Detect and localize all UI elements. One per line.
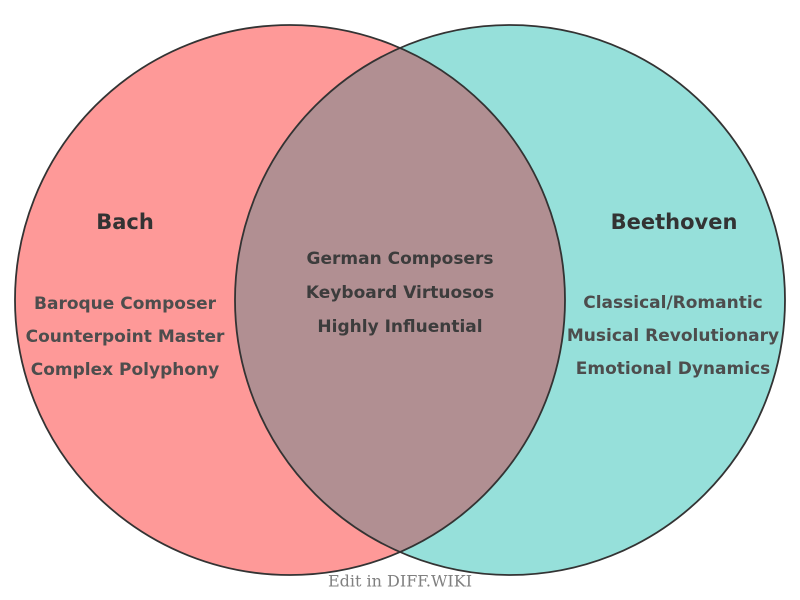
beethoven-title: Beethoven — [610, 210, 738, 234]
bach-title: Bach — [96, 210, 154, 234]
beethoven-circle-outline — [234, 24, 786, 576]
overlap-item: German Composers — [306, 249, 494, 269]
overlap-item: Highly Influential — [317, 317, 483, 337]
bach-item: Counterpoint Master — [25, 327, 225, 347]
bach-item: Baroque Composer — [34, 294, 216, 314]
bach-item: Complex Polyphony — [30, 360, 220, 380]
overlap-region-fill — [235, 48, 565, 552]
beethoven-item: Emotional Dynamics — [575, 359, 771, 379]
edit-in-diffwiki-link[interactable]: Edit in DIFF.WIKI — [327, 571, 473, 591]
beethoven-item: Classical/Romantic — [583, 293, 763, 313]
beethoven-item: Musical Revolutionary — [566, 326, 780, 346]
bach-circle-outline — [14, 24, 566, 576]
overlap-item: Keyboard Virtuosos — [305, 283, 495, 303]
